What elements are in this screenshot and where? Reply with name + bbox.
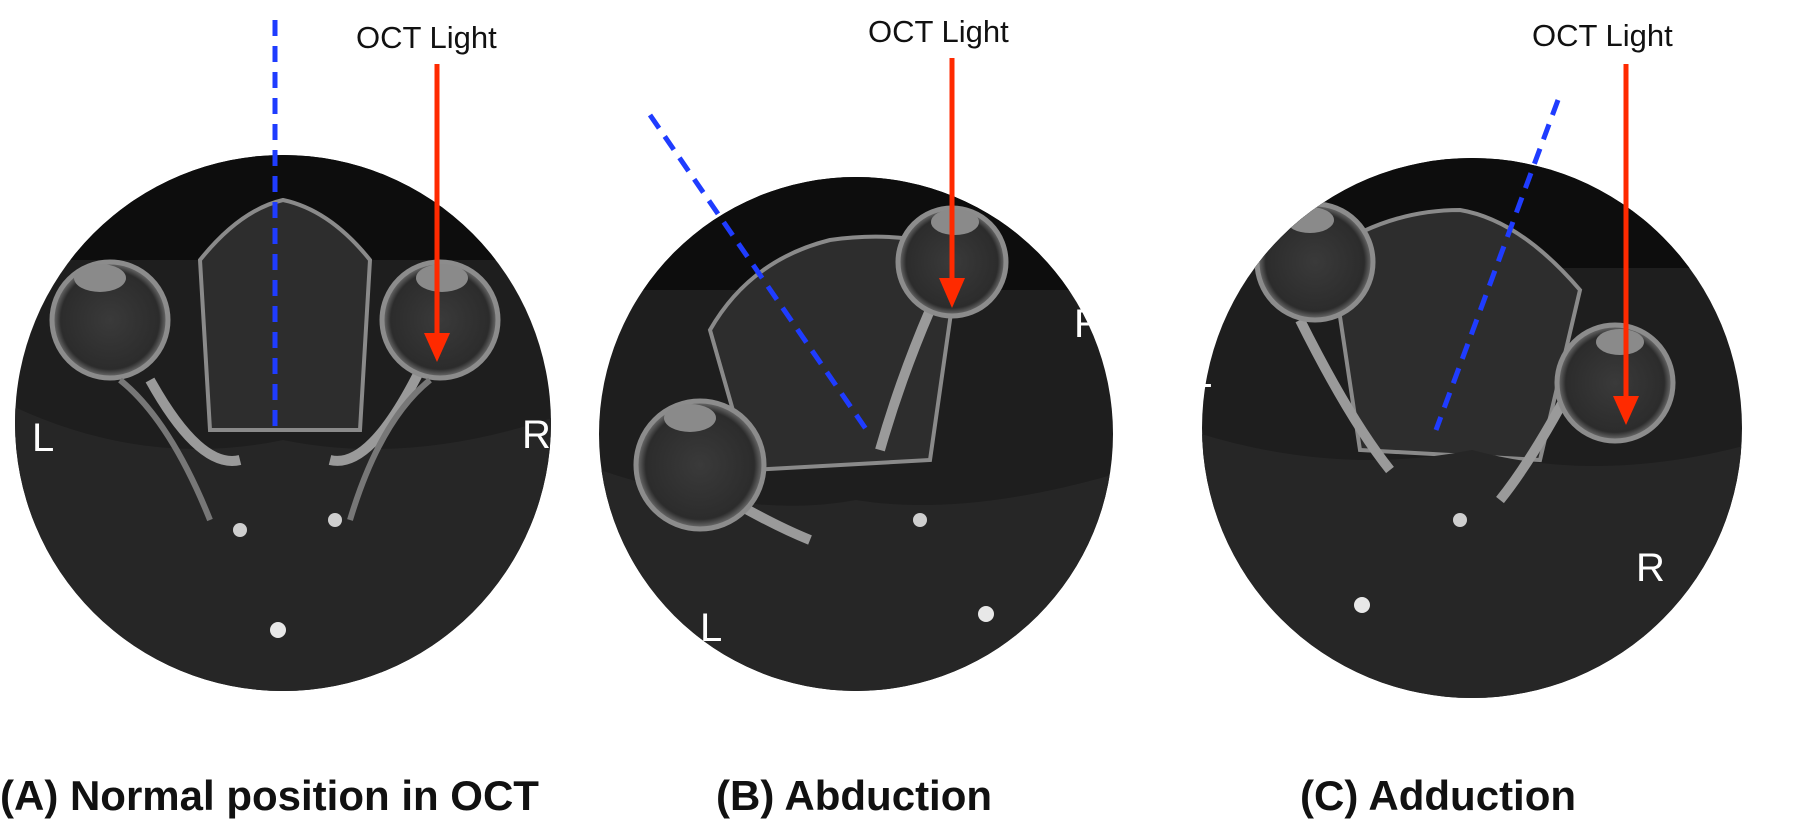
left-eye-globe — [49, 259, 171, 381]
panel-c: OCT Light L R (C) Adduction — [1160, 0, 1797, 822]
caption-c: (C) Adduction — [1300, 772, 1577, 819]
panel-b: OCT Light L R (B) Abduction — [599, 0, 1160, 822]
oct-light-label-b: OCT Light — [868, 14, 1009, 49]
right-side-label-a: R — [522, 413, 551, 457]
gaze-line-c — [1433, 99, 1561, 431]
caption-a: (A) Normal position in OCT — [0, 772, 539, 819]
oct-arrow-head-c — [1613, 396, 1639, 425]
right-eye-globe — [1554, 322, 1676, 444]
right-side-label-c: R — [1636, 546, 1665, 590]
right-side-label-b: R — [1074, 302, 1103, 346]
oct-arrow-head-a — [424, 333, 450, 362]
right-eye-globe — [379, 259, 501, 381]
left-eye-globe — [633, 398, 767, 532]
left-side-label-a: L — [32, 416, 55, 460]
caption-b: (B) Abduction — [716, 772, 993, 819]
mri-scan-a — [15, 20, 551, 691]
mri-scan-b — [599, 58, 1113, 691]
oct-arrow-head-b — [939, 278, 965, 308]
left-side-label-b: L — [700, 606, 723, 650]
gaze-line-b — [647, 113, 871, 434]
left-side-label-c: L — [1190, 352, 1213, 396]
panel-a: OCT Light L R (A) Normal position in OCT — [0, 0, 600, 822]
oct-light-label-a: OCT Light — [356, 20, 497, 55]
oct-light-label-c: OCT Light — [1532, 18, 1673, 53]
mri-scan-c — [1202, 64, 1742, 698]
